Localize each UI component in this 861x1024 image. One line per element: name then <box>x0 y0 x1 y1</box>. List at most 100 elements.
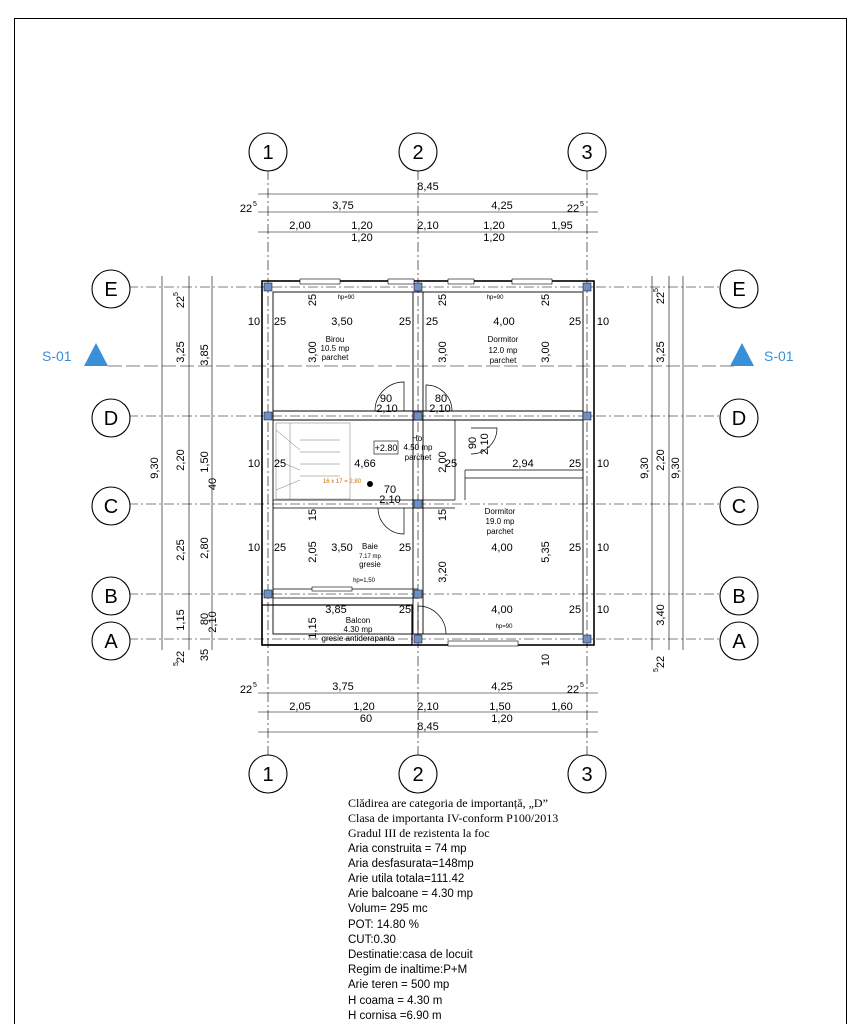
exterior-wall-outer <box>261 280 595 646</box>
dim-bottom-row2: 1,60 <box>551 701 572 713</box>
column <box>263 589 273 599</box>
dim-bottom-offset-right-sup: 5 <box>580 682 584 689</box>
note-line: POT: 14.80 % <box>348 918 419 931</box>
dim-left-top-offset: 22 <box>175 296 187 308</box>
window <box>511 278 553 285</box>
window <box>311 586 353 592</box>
stair-outline <box>275 422 351 500</box>
grid-labels: 1 2 3 1 2 3 E D C B A E D C B A <box>104 142 747 786</box>
grid-label-1-bottom: 1 <box>262 764 273 786</box>
grid-bubble-3-top <box>567 132 607 172</box>
column <box>413 411 423 421</box>
level-box <box>373 440 399 455</box>
window <box>447 640 519 647</box>
note-line: Arie teren = 500 mp <box>348 979 450 992</box>
grid-bubble-d-left <box>91 398 131 438</box>
column <box>582 634 592 644</box>
door-dim: 2,10 <box>376 403 397 415</box>
idim-v: 3,00 <box>437 341 449 362</box>
grid-bubble-b-left <box>91 576 131 616</box>
idim: 25 <box>569 458 581 470</box>
idim: 10 <box>597 458 609 470</box>
balcony-outline <box>261 604 413 646</box>
grid-bubble-c-right <box>719 486 759 526</box>
dim-left-a: 1,15 <box>175 609 187 630</box>
door-dormitor-2 <box>470 427 498 455</box>
room-name: Dormitor <box>485 507 516 516</box>
dim-left-a: 2,25 <box>175 539 187 560</box>
dim-right-bottom-offset: 22 <box>655 656 667 668</box>
room-floor: parchet <box>405 453 432 462</box>
grid-axes <box>108 170 735 758</box>
building-notes: Clădirea are categoria de importanță, „D… <box>348 796 558 1024</box>
grid-bubble-2-top <box>398 132 438 172</box>
room-area: 10.5 mp <box>321 344 350 353</box>
dim-top-overall: 8,45 <box>417 181 438 193</box>
dimension-lines <box>161 193 684 733</box>
sill-height: hp=90 <box>487 295 505 301</box>
grid-bubble-2-bottom <box>398 754 438 794</box>
dim-bottom-offset-left-sup: 5 <box>253 682 257 689</box>
grid-label-a-right: A <box>732 631 746 653</box>
door-birou <box>374 381 405 412</box>
idim-v: 25 <box>307 294 319 306</box>
idim: 25 <box>569 542 581 554</box>
dim-right-sup: 5 <box>653 288 660 292</box>
dim-left-sup: 5 <box>173 292 180 296</box>
note-line: Clasa de importanta IV-conform P100/2013 <box>348 811 559 826</box>
dim-left-bottom-extra: 35 <box>199 649 211 661</box>
grid-bubble-e-left <box>91 269 131 309</box>
note-line: Regim de inaltime:P+M <box>348 964 468 977</box>
note-line: H cornisa =6.90 m <box>348 1009 442 1022</box>
column <box>413 499 423 509</box>
dim-bottom-row2: 2,10 <box>417 701 438 713</box>
note-line: CUT:0.30 <box>348 933 396 946</box>
dim-right-overall: 9,30 <box>670 457 682 478</box>
dim-left-overall: 9,30 <box>149 457 161 478</box>
column <box>413 589 423 599</box>
interior-dimensions: 10 25 3,50 25 25 4,00 25 10 10 25 4,66 2… <box>248 294 609 666</box>
dim-top-row3-sub: 1,20 <box>483 232 504 244</box>
room-floor: gresie antiderapanta <box>322 634 395 643</box>
dim-top-row2: 4,25 <box>491 200 512 212</box>
column <box>582 411 592 421</box>
columns <box>263 282 592 644</box>
column <box>413 282 423 292</box>
dim-bottom-row2: 2,05 <box>289 701 310 713</box>
window <box>387 278 415 285</box>
dim-top-row3-sub: 1,20 <box>351 232 372 244</box>
room-name: Baie <box>362 542 379 551</box>
staircase <box>275 422 351 500</box>
idim: 4,00 <box>491 604 512 616</box>
idim-v: 15 <box>437 509 449 521</box>
idim: 25 <box>399 604 411 616</box>
idim: 25 <box>399 316 411 328</box>
idim-v: 25 <box>437 294 449 306</box>
idim-v: 2,00 <box>437 451 449 472</box>
dim-top-row3: 1,95 <box>551 220 572 232</box>
idim: 25 <box>569 316 581 328</box>
section-marker-left <box>84 343 108 366</box>
idim: 25 <box>399 542 411 554</box>
dim-bottom-row2-sub: 60 <box>360 713 372 725</box>
grid-label-a-left: A <box>104 631 118 653</box>
dim-top-offset-left: 22 <box>240 203 252 215</box>
idim-v: 3,00 <box>307 341 319 362</box>
dim-right-a: 2,20 <box>655 449 667 470</box>
dim-bottom-row1: 4,25 <box>491 681 512 693</box>
idim: 4,00 <box>493 316 514 328</box>
window <box>299 278 341 285</box>
drawing-frame <box>14 18 847 1024</box>
dim-left-b: 1,50 <box>199 451 211 472</box>
grid-label-2-top: 2 <box>412 142 423 164</box>
idim-v: 25 <box>540 294 552 306</box>
room-labels: Birou 10.5 mp parchet Dormitor 12.0 mp p… <box>321 335 519 643</box>
idim: 25 <box>426 316 438 328</box>
note-line: Volum= 295 mc <box>348 903 428 916</box>
dim-bottom-row2: 1,50 <box>489 701 510 713</box>
grid-bubble-c-left <box>91 486 131 526</box>
idim-v: 15 <box>307 509 319 521</box>
dim-top-row3: 2,10 <box>417 220 438 232</box>
idim: 25 <box>274 542 286 554</box>
